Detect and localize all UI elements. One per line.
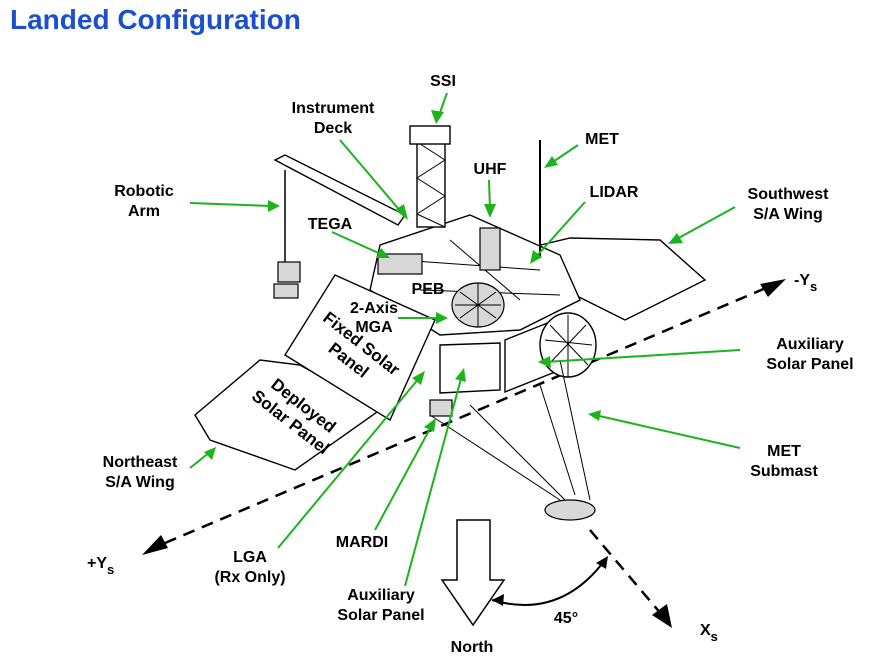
x-subscript: s: [711, 629, 718, 644]
label-mardi: MARDI: [336, 534, 388, 551]
label-lga-line1: LGA: [233, 549, 267, 566]
fixed-solar-panel: [284, 274, 436, 422]
lander: [194, 125, 707, 521]
label-x-axis: Xs: [700, 622, 718, 644]
label-north: North: [451, 639, 494, 656]
label-aux-panel-bottom-line1: Auxiliary: [347, 587, 415, 604]
uhf-antenna: [479, 227, 501, 271]
neg-y-text: -Y: [794, 272, 810, 289]
label-mga-line2: MGA: [355, 319, 393, 336]
pos-y-text: +Y: [87, 555, 107, 572]
neg-y-arrowhead: [760, 279, 786, 297]
label-peb: PEB: [412, 281, 445, 298]
tega: [377, 253, 423, 275]
neg-y-subscript: s: [810, 279, 817, 294]
label-northeast-wing-line2: S/A Wing: [105, 474, 174, 491]
auxiliary-solar-panel-bottom: [439, 342, 501, 394]
label-aux-panel-right-line1: Auxiliary: [776, 336, 844, 353]
x-text: X: [700, 622, 711, 639]
label-pos-y-axis: +Ys: [87, 555, 114, 577]
label-southwest-wing-line2: S/A Wing: [753, 206, 822, 223]
label-instrument-deck-line2: Deck: [314, 120, 352, 137]
label-neg-y-axis: -Ys: [794, 272, 817, 294]
label-aux-panel-bottom-line2: Solar Panel: [337, 607, 424, 624]
label-angle: 45°: [554, 610, 578, 627]
pos-y-arrowhead: [142, 535, 168, 555]
label-southwest-wing-line1: Southwest: [748, 186, 830, 203]
label-northeast-wing-line1: Northeast: [103, 454, 178, 471]
label-uhf: UHF: [474, 161, 507, 178]
label-met-submast-line1: MET: [767, 443, 801, 460]
axis-x: [589, 529, 672, 628]
label-ssi: SSI: [430, 73, 456, 90]
page-title: Landed Configuration: [10, 4, 301, 35]
label-lga-line2: (Rx Only): [214, 569, 285, 586]
label-met: MET: [585, 131, 619, 148]
label-robotic-arm-line2: Arm: [128, 203, 160, 220]
north-arrow: [440, 519, 506, 627]
label-robotic-arm-line1: Robotic: [114, 183, 174, 200]
x-arrowhead: [652, 604, 672, 628]
label-tega: TEGA: [308, 216, 353, 233]
label-lidar: LIDAR: [590, 184, 639, 201]
label-mga-line1: 2-Axis: [350, 300, 398, 317]
lander-legs: [429, 359, 596, 521]
ssi-mast: [409, 125, 451, 228]
mardi-camera: [429, 399, 453, 417]
leaders: [189, 92, 741, 587]
robotic-arm: [273, 154, 407, 299]
angle-arc: [491, 556, 608, 606]
label-instrument-deck-line1: Instrument: [292, 100, 375, 117]
label-aux-panel-right-line2: Solar Panel: [766, 356, 853, 373]
label-met-submast-line2: Submast: [750, 463, 818, 480]
axis-y: [142, 279, 786, 555]
pos-y-subscript: s: [107, 562, 114, 577]
